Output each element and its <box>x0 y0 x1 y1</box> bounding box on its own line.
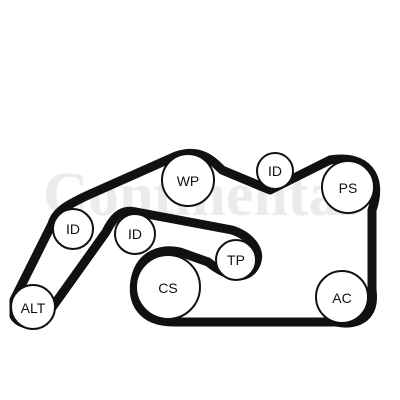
pulley-wp-circle <box>161 153 215 207</box>
pulley-alt-circle <box>10 284 56 330</box>
pulley-alt-label: ALT <box>21 300 46 316</box>
pulley-cs: CS <box>135 254 201 320</box>
pulley-ac-circle <box>315 270 369 324</box>
pulley-tp: TP <box>215 239 257 281</box>
pulley-id-top-circle <box>256 152 294 190</box>
pulley-ac-label: AC <box>332 290 351 306</box>
pulley-cs-circle <box>135 254 201 320</box>
pulley-ac: AC <box>315 270 369 324</box>
serpentine-belt <box>9 148 381 329</box>
pulley-ps: PS <box>321 160 375 214</box>
pulley-ps-circle <box>321 160 375 214</box>
pulley-id-mid-label: ID <box>128 226 142 242</box>
pulley-cs-label: CS <box>158 280 177 296</box>
pulley-id-left: ID <box>52 208 94 250</box>
pulley-tp-circle <box>215 239 257 281</box>
pulley-tp-label: TP <box>227 252 245 268</box>
pulley-id-left-circle <box>52 208 94 250</box>
pulley-ps-label: PS <box>339 180 358 196</box>
pulley-wp-label: WP <box>177 173 200 189</box>
pulley-id-top: ID <box>256 152 294 190</box>
pulley-id-top-label: ID <box>268 163 282 179</box>
pulley-id-mid: ID <box>114 213 156 255</box>
pulley-id-mid-circle <box>114 213 156 255</box>
pulley-id-left-label: ID <box>66 221 80 237</box>
pulley-alt: ALT <box>10 284 56 330</box>
pulley-wp: WP <box>161 153 215 207</box>
